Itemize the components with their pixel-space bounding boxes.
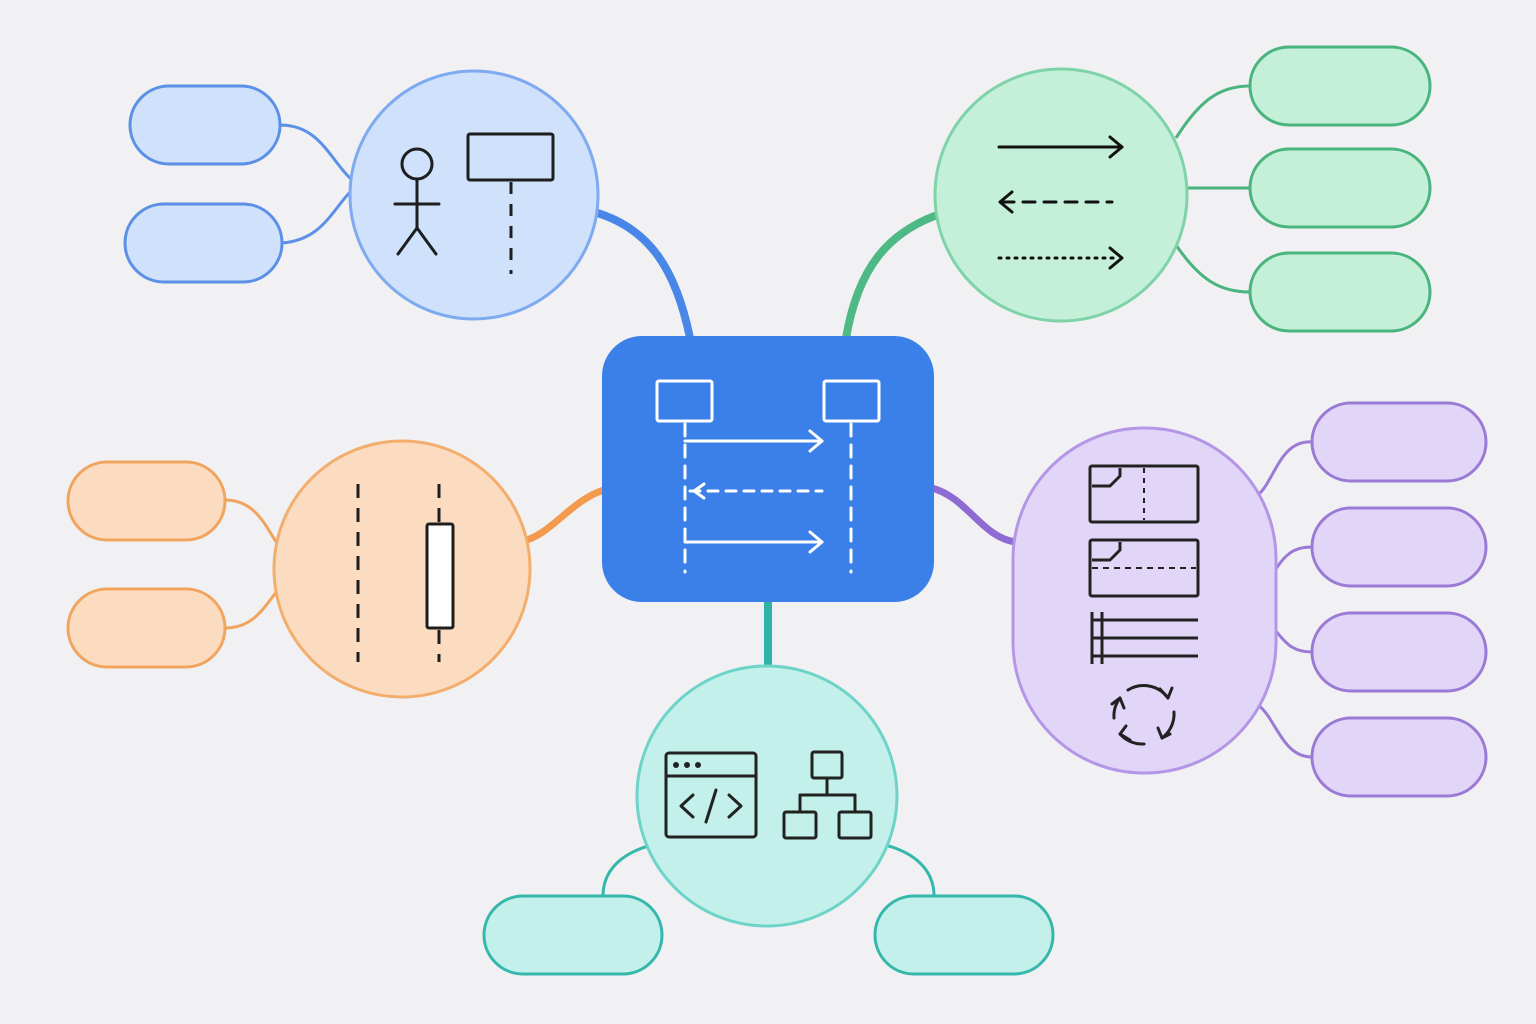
- connector-purple: [930, 484, 1017, 546]
- activation-bar-icon: [425, 522, 455, 630]
- leaf-pills-purple: [1310, 401, 1488, 798]
- leaf-pill[interactable]: [66, 587, 227, 669]
- par-fragment-icon: [1090, 612, 1198, 664]
- leaf-connectors-blue: [279, 123, 354, 245]
- leaf-pills-teal: [482, 894, 1055, 976]
- connector-green: [842, 210, 942, 339]
- branch-node-purple[interactable]: [1011, 426, 1278, 775]
- leaf-pill[interactable]: [1310, 401, 1488, 483]
- code-window-icon: [664, 751, 758, 839]
- branch-node-orange[interactable]: [272, 439, 532, 699]
- opt-fragment-icon: [1088, 538, 1200, 598]
- dotted-arrow-icon: [997, 246, 1124, 270]
- leaf-pill[interactable]: [1310, 611, 1488, 693]
- lifeline-icon: [356, 484, 441, 662]
- leaf-pill[interactable]: [1248, 251, 1432, 333]
- leaf-pills-orange: [66, 460, 227, 669]
- solid-arrow-icon: [997, 135, 1124, 159]
- connector-orange: [525, 486, 606, 544]
- dashed-return-arrow-icon: [998, 190, 1114, 214]
- leaf-pill[interactable]: [1310, 506, 1488, 588]
- branch-node-green[interactable]: [933, 67, 1189, 323]
- leaf-connectors-orange: [224, 498, 280, 630]
- alt-fragment-icon: [1088, 464, 1200, 524]
- leaf-pill[interactable]: [128, 84, 282, 166]
- leaf-pill[interactable]: [1248, 147, 1432, 229]
- hierarchy-icon: [782, 750, 873, 840]
- leaf-pills-green: [1248, 45, 1432, 333]
- leaf-connectors-teal: [601, 843, 936, 897]
- leaf-pill[interactable]: [482, 894, 664, 976]
- branch-node-teal[interactable]: [635, 664, 899, 928]
- connector-blue: [592, 208, 694, 339]
- branch-node-blue[interactable]: [348, 69, 600, 321]
- leaf-connectors-green: [1174, 84, 1251, 294]
- leaf-pill[interactable]: [66, 460, 227, 542]
- actor-icon: [393, 147, 441, 256]
- leaf-pill[interactable]: [873, 894, 1055, 976]
- sequence-diagram-icon: [655, 379, 881, 574]
- leaf-pill[interactable]: [1310, 716, 1488, 798]
- leaf-pill[interactable]: [123, 202, 284, 284]
- central-node[interactable]: [602, 336, 934, 602]
- loop-icon: [1110, 684, 1176, 746]
- lifeline-icon: [466, 132, 555, 274]
- leaf-pill[interactable]: [1248, 45, 1432, 127]
- leaf-pills-blue: [123, 84, 284, 284]
